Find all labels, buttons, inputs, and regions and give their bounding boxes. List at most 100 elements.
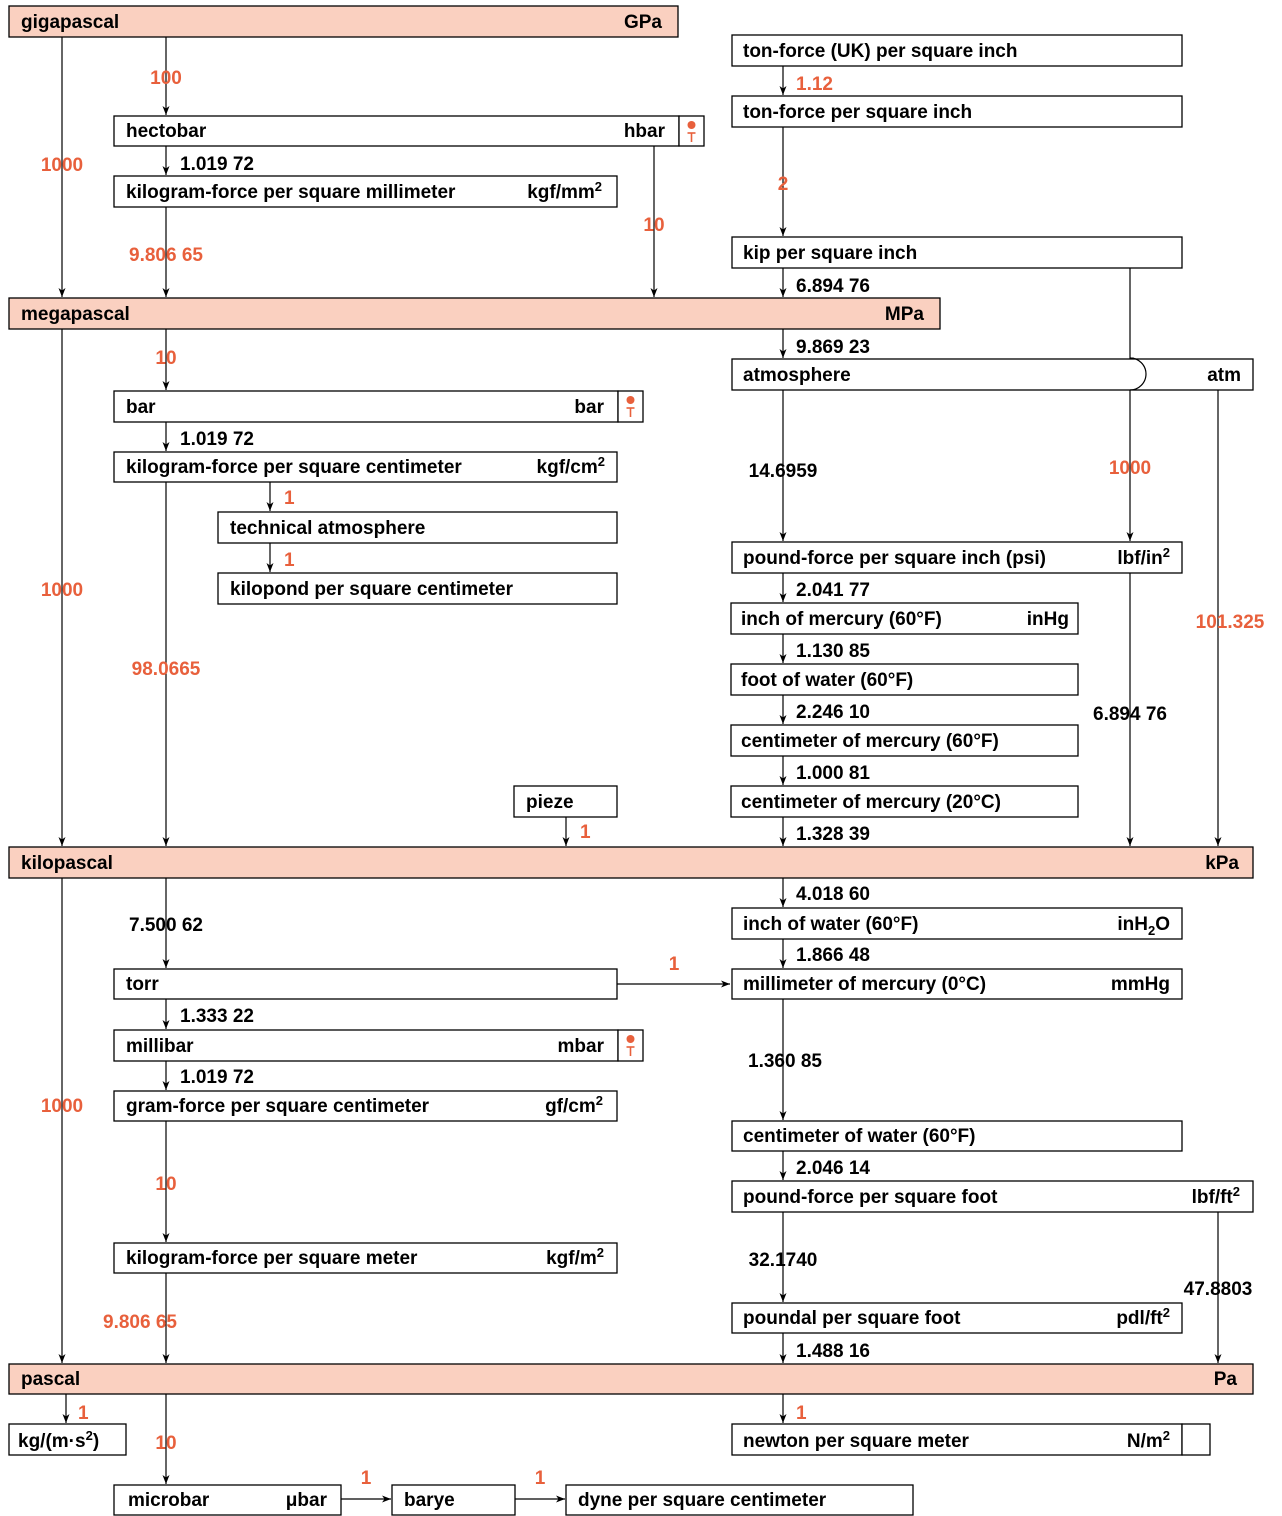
unit-symbol: kPa [1205, 853, 1239, 874]
unit-name: pound-force per square foot [743, 1187, 998, 1208]
factor-pdl-pa: 1.488 16 [796, 1341, 870, 1362]
conversion-factors: 100 1000 1.019 72 10 9.806 65 1.12 2 6.8… [41, 68, 1265, 1489]
unit-poundal-per-square-foot: poundal per square foot pdl/ft2 [731, 1302, 1183, 1334]
unit-symbol: MPa [885, 304, 925, 325]
factor-hbar-mpa: 10 [643, 215, 664, 236]
unit-name: inch of mercury (60°F) [741, 609, 942, 630]
thermometer-icon [687, 121, 696, 142]
unit-barye: barye [391, 1484, 516, 1516]
unit-kg-per-m-s2: kg/(m·s2) [8, 1423, 127, 1456]
factor-mbar-gfcm2: 1.019 72 [180, 1067, 254, 1088]
unit-microbar: microbar μbar [113, 1484, 342, 1516]
unit-name: millimeter of mercury (0°C) [743, 974, 986, 995]
unit-symbol: inHg [1027, 609, 1069, 630]
unit-symbol: gf/cm2 [545, 1093, 603, 1117]
factor-atm-kpa: 101.325 [1196, 612, 1265, 633]
thermometer-icon [626, 1035, 635, 1056]
unit-inch-of-water-60f: inch of water (60°F) inH2O [731, 907, 1183, 940]
unit-name: centimeter of mercury (20°C) [741, 792, 1001, 813]
factor-kgfcm2-kpa: 98.0665 [132, 659, 201, 680]
factor-psf-pdl: 32.1740 [749, 1250, 818, 1271]
factor-gpa-hbar: 100 [150, 68, 182, 89]
factor-mpa-bar: 10 [155, 348, 176, 369]
unit-symbol: mmHg [1111, 974, 1170, 995]
unit-ton-force-uk-per-square-inch: ton-force (UK) per square inch [731, 34, 1183, 67]
unit-name: newton per square meter [743, 1431, 970, 1452]
factor-kpa-torr: 7.500 62 [129, 915, 203, 936]
unit-name: dyne per square centimeter [578, 1490, 827, 1511]
unit-bar: bar bar [113, 390, 644, 423]
factor-kgfm2-pa: 9.806 65 [103, 1312, 177, 1333]
factor-torr-mmhg: 1 [669, 954, 680, 975]
unit-symbol: bar [574, 397, 604, 418]
factor-kgfcm2-tech: 1 [284, 488, 295, 509]
factor-psi-inhg: 2.041 77 [796, 580, 870, 601]
unit-symbol: atm [1207, 365, 1241, 386]
factor-pieze-kpa: 1 [580, 822, 591, 843]
factor-ftwater-cmhg60: 2.246 10 [796, 702, 870, 723]
unit-name: kilopascal [21, 853, 113, 874]
factor-atm-psi: 14.6959 [749, 461, 818, 482]
factor-kpa-inwater: 4.018 60 [796, 884, 870, 905]
unit-millibar: millibar mbar [113, 1029, 644, 1062]
unit-name: pound-force per square inch (psi) [743, 548, 1046, 569]
unit-millimeter-of-mercury-0c: millimeter of mercury (0°C) mmHg [731, 968, 1183, 1000]
factor-psf-pa: 47.8803 [1184, 1279, 1253, 1300]
unit-symbol: lbf/ft2 [1192, 1184, 1240, 1208]
unit-technical-atmosphere: technical atmosphere [217, 511, 618, 544]
unit-pound-force-per-square-inch: pound-force per square inch (psi) lbf/in… [731, 541, 1183, 574]
unit-dyne-per-square-centimeter: dyne per square centimeter [565, 1484, 914, 1516]
unit-name: kilogram-force per square millimeter [126, 182, 456, 203]
unit-centimeter-of-water-60f: centimeter of water (60°F) [731, 1120, 1183, 1152]
arrow-ksi-psi [1126, 268, 1147, 541]
factor-cmhg60-cmhg20: 1.000 81 [796, 763, 870, 784]
factor-torr-mbar: 1.333 22 [180, 1006, 254, 1027]
unit-symbol: lbf/in2 [1117, 545, 1170, 569]
unit-name: atmosphere [743, 365, 851, 386]
unit-name: foot of water (60°F) [741, 670, 913, 691]
unit-inch-of-mercury-60f: inch of mercury (60°F) inHg [730, 602, 1079, 635]
unit-symbol: pdl/ft2 [1116, 1305, 1170, 1329]
factor-inhg-ftwater: 1.130 85 [796, 641, 870, 662]
factor-gpa-mpa: 1000 [41, 155, 83, 176]
unit-symbol: inH2O [1117, 914, 1170, 938]
unit-gram-force-per-square-centimeter: gram-force per square centimeter gf/cm2 [113, 1090, 618, 1122]
factor-psi-kpa: 6.894 76 [1093, 704, 1167, 725]
unit-centimeter-of-mercury-60f: centimeter of mercury (60°F) [730, 724, 1079, 757]
unit-kilopond-per-square-centimeter: kilopond per square centimeter [217, 572, 618, 605]
unit-name: bar [126, 397, 156, 418]
unit-kilogram-force-per-square-centimeter: kilogram-force per square centimeter kgf… [113, 451, 618, 483]
factor-mpa-atm: 9.869 23 [796, 337, 870, 358]
unit-name: hectobar [126, 121, 207, 142]
unit-name: inch of water (60°F) [743, 914, 918, 935]
factor-mmhg-cmwater: 1.360 85 [748, 1051, 822, 1072]
unit-name: technical atmosphere [230, 518, 425, 539]
thermometer-icon [626, 396, 635, 417]
unit-name: kg/(m·s2) [18, 1428, 99, 1452]
factor-gfcm2-kgfm2: 10 [155, 1174, 176, 1195]
factor-pa-kgms: 1 [78, 1403, 89, 1424]
unit-name: ton-force per square inch [743, 102, 972, 123]
unit-name: poundal per square foot [743, 1308, 961, 1329]
unit-kip-per-square-inch: kip per square inch [731, 236, 1183, 269]
unit-gigapascal: gigapascal GPa [8, 5, 679, 38]
factor-pa-microbar: 10 [155, 1433, 176, 1454]
unit-newton-per-square-meter: newton per square meter N/m2 [731, 1423, 1211, 1456]
unit-torr: torr [113, 968, 618, 1000]
unit-kilopascal: kilopascal kPa [8, 846, 1254, 879]
unit-name: microbar [128, 1490, 210, 1511]
unit-pieze: pieze [513, 785, 618, 818]
factor-microbar-barye: 1 [361, 1468, 372, 1489]
factor-tonuk-ton: 1.12 [796, 74, 833, 95]
factor-ksi-mpa: 6.894 76 [796, 276, 870, 297]
unit-name: kip per square inch [743, 243, 917, 264]
factor-kpa-pa: 1000 [41, 1096, 83, 1117]
unit-name: megapascal [21, 304, 130, 325]
factor-ton-ksi: 2 [778, 174, 789, 195]
unit-symbol: Pa [1214, 1369, 1238, 1390]
unit-ton-force-per-square-inch: ton-force per square inch [731, 95, 1183, 128]
unit-symbol: mbar [558, 1036, 605, 1057]
unit-name: torr [126, 974, 159, 995]
unit-hectobar: hectobar hbar [113, 115, 705, 147]
unit-centimeter-of-mercury-20c: centimeter of mercury (20°C) [730, 785, 1079, 818]
